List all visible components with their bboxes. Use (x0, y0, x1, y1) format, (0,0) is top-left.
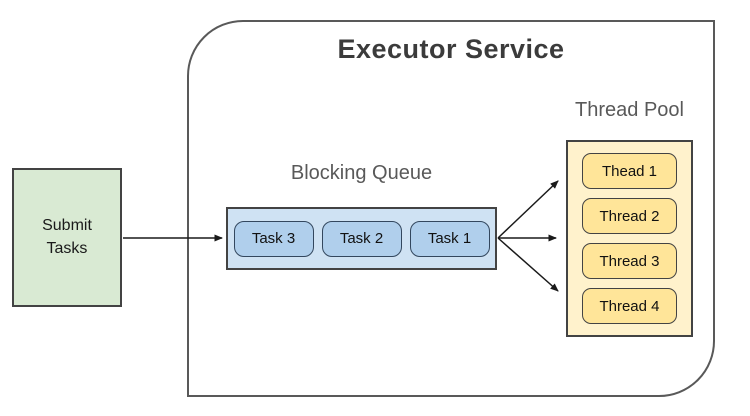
blocking-queue-container: Task 3 Task 2 Task 1 (226, 207, 497, 270)
thread-3-box: Thread 3 (582, 243, 677, 279)
submit-tasks-label: Submit Tasks (42, 217, 92, 257)
task-3-box: Task 3 (233, 220, 314, 257)
thread-pool-container: Thead 1 Thread 2 Thread 3 Thread 4 (566, 140, 693, 337)
thread-4-box: Thread 4 (582, 288, 677, 324)
task-1-box: Task 1 (409, 220, 490, 257)
executor-service-container (187, 20, 715, 397)
blocking-queue-label: Blocking Queue (290, 162, 433, 184)
thread-2-box: Thread 2 (582, 198, 677, 234)
thread-pool-label: Thread Pool (575, 99, 684, 121)
executor-service-title: Executor Service (337, 34, 565, 64)
submit-tasks-box: Submit Tasks (12, 168, 122, 307)
task-2-box: Task 2 (321, 220, 402, 257)
thread-1-box: Thead 1 (582, 153, 677, 189)
